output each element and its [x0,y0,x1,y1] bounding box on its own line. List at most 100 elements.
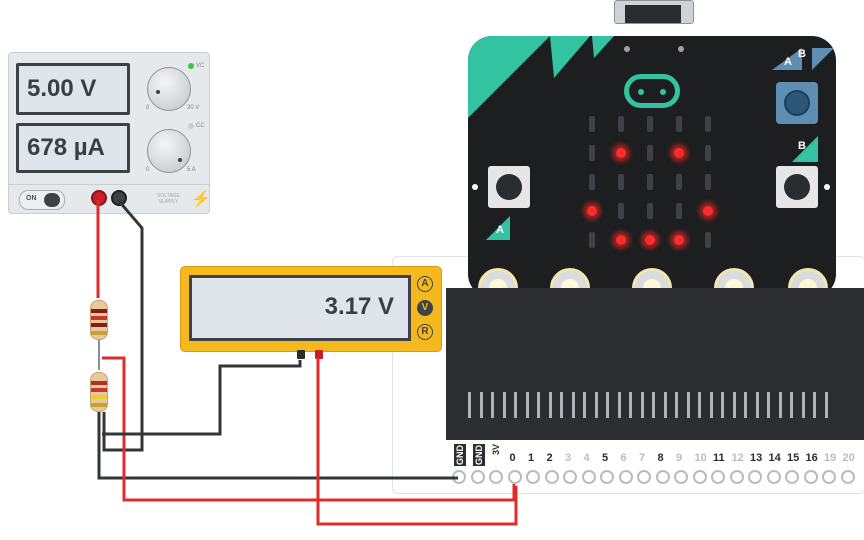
ab-label-a: A [784,56,792,68]
current-knob[interactable] [147,129,191,173]
edge-pin [767,392,770,418]
socket-0[interactable] [507,470,522,484]
breakout-socket-row[interactable] [448,470,860,488]
edge-pin [491,392,494,418]
socket-11[interactable] [711,470,725,484]
edge-pin [813,392,816,418]
side-dot-right [824,184,830,190]
b-triangle-icon [792,136,818,162]
edge-pin [824,392,828,418]
resistor-band [91,331,107,335]
led-r1-c2 [647,145,653,161]
socket-4[interactable] [581,470,596,484]
edge-pin [502,392,506,418]
current-display: 678 µA [16,123,130,173]
socket-10[interactable] [692,470,707,484]
button-b[interactable] [776,166,818,208]
resistor-2[interactable] [90,372,108,412]
socket-19[interactable] [822,470,836,484]
power-switch[interactable]: ON [19,190,65,210]
socket-7[interactable] [637,470,651,484]
edge-pin [721,392,724,418]
socket-9[interactable] [674,470,688,484]
edge-pin [663,392,667,418]
microbit-board[interactable]: A B B A [468,36,836,298]
socket-14[interactable] [766,470,781,484]
pin-label-19: 19 [824,452,837,464]
edge-pin [560,392,563,418]
multimeter-red-probe[interactable] [315,350,323,359]
mode-voltmeter-button[interactable]: V [417,300,433,316]
led-r1-c4 [705,145,711,161]
edge-pin [709,392,713,418]
multimeter-display: 3.17 V [189,275,411,341]
corner-triangle-medium [550,36,590,78]
button-b-label: B [798,140,806,152]
led-r3-c2 [647,203,653,219]
pin-label-3: 3 [565,452,572,464]
socket-16[interactable] [803,470,818,484]
socket-12[interactable] [729,470,744,484]
brand-line-2: SUPPLY [158,199,179,205]
led-r3-c0 [587,206,597,216]
multimeter-black-probe[interactable] [297,350,305,359]
socket-5[interactable] [600,470,614,484]
led-r2-c0 [589,174,595,190]
socket-20[interactable] [840,470,855,484]
socket-3v[interactable] [489,470,503,484]
socket-3[interactable] [563,470,577,484]
button-a[interactable] [488,166,530,208]
edge-pin [514,392,517,418]
power-switch-knob[interactable] [44,193,60,207]
resistor-1[interactable] [90,300,108,340]
logo-eye-left [638,89,644,95]
wire-meter-red [316,358,518,526]
led-r0-c4 [705,116,711,132]
led-r4-c3 [674,235,684,245]
supply-brand-label: VOLTAGE SUPPLY [157,193,180,205]
pin-label-6: 6 [620,452,627,464]
mode-ammeter-button[interactable]: A [417,276,433,292]
led-r2-c3 [676,174,682,190]
pin-label-0: 0 [509,452,516,464]
edge-pin [732,392,736,418]
led-r4-c0 [589,232,595,248]
resistor-band [91,309,107,313]
socket-2[interactable] [544,470,559,484]
socket-8[interactable] [655,470,670,484]
socket-15[interactable] [785,470,799,484]
resistor-band [91,316,107,320]
power-on-label: ON [26,195,37,202]
negative-terminal[interactable] [111,190,127,206]
mic-hole-right [678,46,684,52]
pin-label-8: 8 [657,452,664,464]
button-b-cap[interactable] [784,174,810,200]
socket-1[interactable] [526,470,540,484]
current-scale-min: 0 [146,167,150,173]
logo-eye-right [660,89,666,95]
power-supply[interactable]: 5.00 V 678 µA VC CC 0 30 V 0 5 A ON VOLT… [8,52,211,214]
mic-hole-left [624,46,630,52]
led-r3-c4 [703,206,713,216]
edge-connector-pins [468,392,838,418]
led-r3-c1 [618,203,624,219]
mode-ohmmeter-button[interactable]: R [417,324,433,340]
multimeter[interactable]: 3.17 V A V R [180,266,442,359]
pin-label-5: 5 [602,452,609,464]
pin-label-7: 7 [639,452,646,464]
button-a-cap[interactable] [496,174,522,200]
edge-pin [640,392,644,418]
button-ab[interactable] [776,82,818,124]
voltage-knob-indicator [156,90,160,94]
pin-label-12: 12 [731,452,744,464]
voltage-knob[interactable] [147,67,191,111]
socket-6[interactable] [618,470,633,484]
cc-indicator-led [188,123,194,129]
microbit-logo-touch[interactable] [624,74,680,108]
voltage-scale-max: 30 V [187,105,200,111]
socket-gnd[interactable] [470,470,485,484]
button-ab-cap[interactable] [784,90,810,116]
socket-13[interactable] [748,470,762,484]
